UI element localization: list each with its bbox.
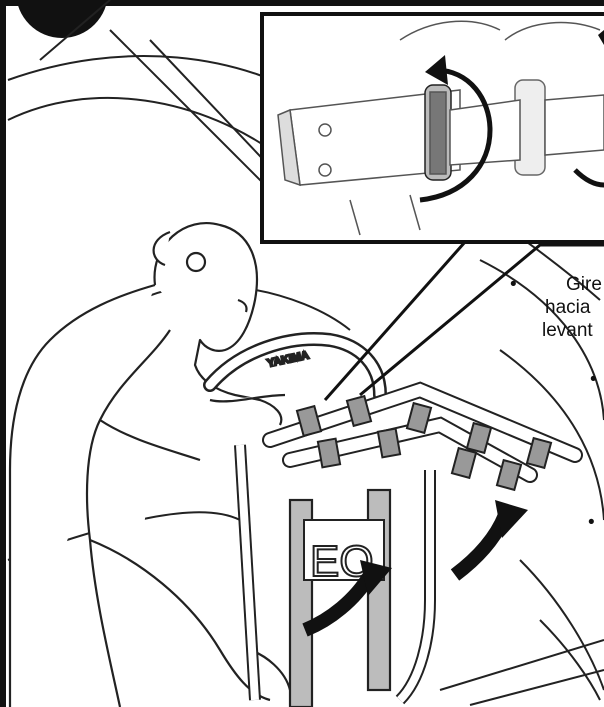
rack-arms xyxy=(262,381,583,492)
callout-line-3: levant xyxy=(542,320,593,341)
detail-inset xyxy=(260,12,604,244)
bullet-2: • xyxy=(590,369,597,390)
step-badge xyxy=(16,0,108,38)
callout-lines xyxy=(323,241,604,401)
person-figure xyxy=(8,222,292,707)
callout-line-2: hacia xyxy=(545,297,591,318)
lift-arrows xyxy=(302,500,528,637)
bullet-1: • xyxy=(510,274,517,295)
callout-line-1: Gire xyxy=(566,274,602,295)
instruction-text: • Gire hacia levant • • xyxy=(510,274,602,533)
bullet-3: • xyxy=(588,512,595,533)
